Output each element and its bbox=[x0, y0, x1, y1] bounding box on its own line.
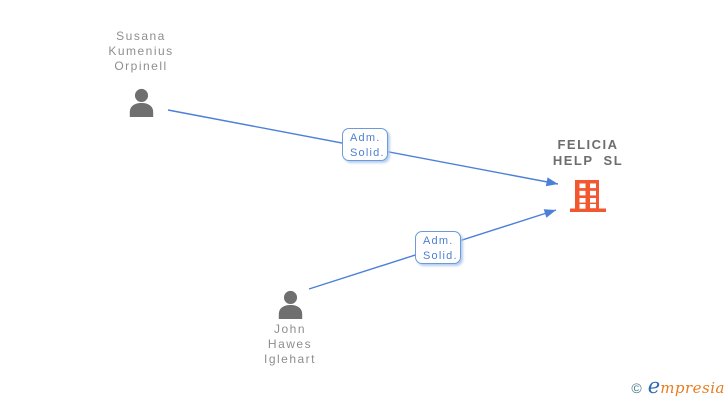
person-name-john[interactable]: John Hawes Iglehart bbox=[220, 322, 360, 367]
edge-label-susana: Adm. Solid. bbox=[342, 128, 388, 161]
edge-label-line: Adm. bbox=[350, 132, 381, 144]
person-name-line: Orpinell bbox=[114, 59, 168, 73]
company-name-line: HELP SL bbox=[552, 153, 624, 168]
person-name-line: Kumenius bbox=[108, 44, 174, 58]
edge-label-line: Solid. bbox=[423, 250, 458, 262]
empresia-watermark: © e mpresia bbox=[631, 374, 725, 398]
company-building-icon[interactable] bbox=[570, 180, 606, 217]
brand-logo-text: mpresia bbox=[660, 379, 725, 397]
person-name-susana[interactable]: Susana Kumenius Orpinell bbox=[71, 29, 211, 74]
company-name[interactable]: FELICIA HELP SL bbox=[518, 137, 658, 169]
edge-label-line: Adm. bbox=[423, 235, 454, 247]
company-name-line: FELICIA bbox=[557, 137, 619, 152]
edge-label-line: Solid. bbox=[350, 147, 385, 159]
person-name-line: John bbox=[273, 322, 307, 336]
person-name-line: Susana bbox=[116, 29, 166, 43]
copyright-icon: © bbox=[631, 380, 642, 396]
person-icon-susana[interactable] bbox=[127, 88, 156, 122]
person-icon-john[interactable] bbox=[276, 290, 305, 324]
edge-label-john: Adm. Solid. bbox=[415, 231, 461, 264]
person-name-line: Iglehart bbox=[263, 352, 317, 366]
person-name-line: Hawes bbox=[267, 337, 313, 351]
brand-logo-initial: e bbox=[647, 374, 661, 398]
